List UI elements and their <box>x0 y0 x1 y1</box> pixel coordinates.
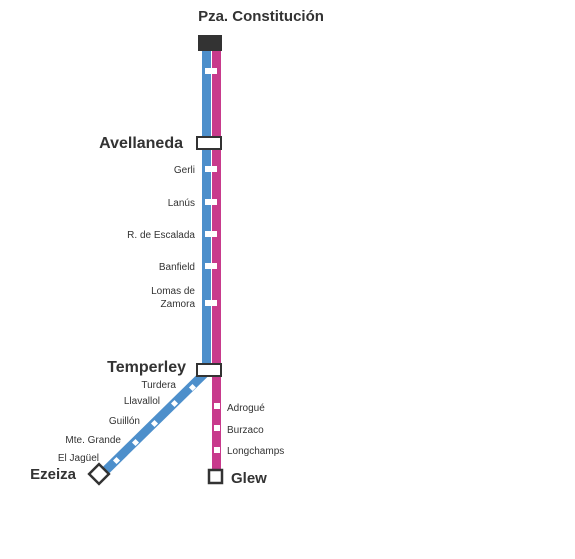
station-marker-turdera <box>188 383 197 392</box>
label-adrogue: Adrogué <box>227 403 265 414</box>
label-banfield: Banfield <box>159 262 195 273</box>
station-marker-burzaco <box>214 425 220 431</box>
label-constitucion: Pza. Constitución <box>198 8 324 25</box>
station-marker-lanus <box>205 199 217 205</box>
label-el-jaguel: El Jagüel <box>58 453 99 464</box>
label-longchamps: Longchamps <box>227 446 284 457</box>
station-marker-banfield <box>205 263 217 269</box>
label-glew: Glew <box>231 470 267 487</box>
station-marker-mte-grande <box>131 438 140 447</box>
label-ezeiza: Ezeiza <box>30 466 77 483</box>
label-gerli: Gerli <box>174 165 195 176</box>
station-marker-lomas <box>205 300 217 306</box>
label-burzaco: Burzaco <box>227 425 264 436</box>
station-marker-intermediate <box>205 68 217 74</box>
label-turdera: Turdera <box>141 380 176 391</box>
label-temperley: Temperley <box>107 359 186 376</box>
label-avellaneda: Avellaneda <box>99 135 183 152</box>
label-escalada: R. de Escalada <box>127 230 195 241</box>
magenta-line-trunk <box>212 50 221 370</box>
station-marker-adrogue <box>214 403 220 409</box>
station-marker-guillon <box>150 419 159 428</box>
terminal-glew <box>207 468 224 485</box>
label-lanus: Lanús <box>168 198 195 209</box>
station-marker-el-jaguel <box>112 456 121 465</box>
label-mte-grande: Mte. Grande <box>65 435 121 446</box>
station-marker-llavallol <box>170 399 179 408</box>
station-marker-avellaneda <box>196 136 222 150</box>
label-guillon: Guillón <box>109 416 140 427</box>
station-marker-escalada <box>205 231 217 237</box>
label-lomas-line1: Lomas de <box>151 286 195 297</box>
terminal-ezeiza <box>87 462 111 486</box>
blue-line-trunk <box>202 50 211 370</box>
line-separator <box>211 50 212 370</box>
station-marker-gerli <box>205 166 217 172</box>
label-lomas-line2: Zamora <box>161 299 196 310</box>
terminal-constitucion <box>198 35 222 51</box>
station-marker-longchamps <box>214 447 220 453</box>
magenta-line-glew-branch <box>212 370 221 470</box>
station-marker-temperley <box>196 363 222 377</box>
label-llavallol: Llavallol <box>124 396 160 407</box>
